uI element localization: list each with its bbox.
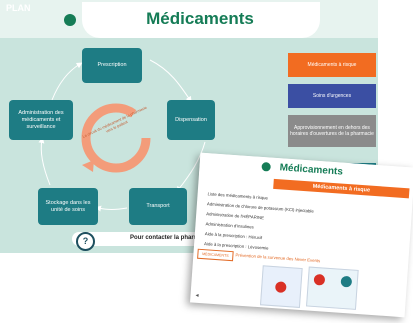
cycle-ring [81,103,151,173]
cycle-box-dispensation[interactable]: Dispensation [167,100,215,140]
cycle-connector-4 [38,137,51,186]
poster-thumbnail[interactable] [259,265,303,308]
meds-tag: MÉDICAMENTS [197,248,234,262]
poster-thumbnail[interactable] [306,266,359,310]
button-soins-urgences[interactable]: Soins d'urgences [288,84,376,108]
cycle-arrowhead [82,160,94,172]
warning-icon [340,275,353,288]
risk-med-list: Liste des médicaments à risque Administr… [204,189,408,263]
warning-icon [274,281,287,293]
cycle-diagram [38,59,206,212]
nav-back-icon[interactable]: ◄ [194,292,200,299]
button-medicaments-risque[interactable]: Médicaments à risque [288,53,376,77]
contact-label: Pour contacter la pharm [130,235,200,241]
slide-medicaments: PLAN Médicaments Le circuit du médicamen… [0,0,378,253]
page-title: Médicaments [146,9,254,28]
header-title-panel [82,2,320,38]
cycle-box-transport[interactable]: Transport [129,188,187,225]
cycle-box-stockage[interactable]: Stockage dans les unité de soins [38,188,98,225]
button-approvisionnement[interactable]: Approvisionnement en dehors des horaires… [288,115,376,147]
help-icon[interactable]: ? [76,232,95,251]
brand-logo: PLAN [6,3,31,13]
slide-medicaments-a-risque: Médicaments Médicaments à risque Liste d… [190,152,413,318]
warning-icon [313,273,326,286]
cycle-box-prescription[interactable]: Prescription [82,48,142,83]
cycle-connector-1 [149,59,192,103]
header-dot-icon [64,14,76,26]
cycle-box-administration[interactable]: Administration des médicaments et survei… [9,100,73,140]
cycle-connector-2 [176,141,206,193]
cycle-connector-5 [51,62,83,101]
cycle-connector-3 [95,205,128,212]
